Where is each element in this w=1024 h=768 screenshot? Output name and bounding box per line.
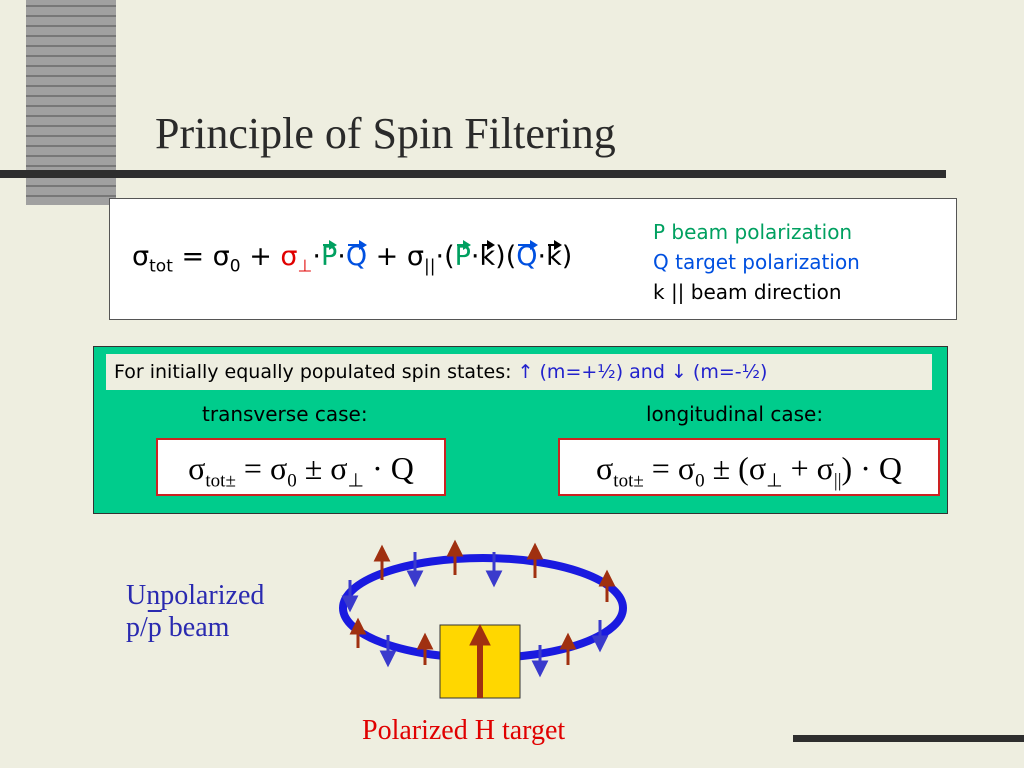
up-m-value: (m=+½) (533, 361, 624, 383)
dot-operator: · (435, 241, 445, 272)
unpolarized-beam-label: Unpolarized p/p beam (126, 580, 264, 644)
parallel-subscript: || (424, 256, 436, 277)
target-spin-arrow (469, 623, 491, 698)
legend-k: k || beam direction (653, 280, 842, 304)
vector-p: P (320, 240, 338, 272)
vector-k: k (546, 240, 562, 272)
equals-sign: = (172, 241, 213, 272)
note-prefix: For initially equally populated spin sta… (114, 361, 518, 383)
sigma-symbol: σ (132, 241, 150, 272)
beam-label-line2: p/p beam (126, 612, 264, 644)
plus-sign: + (367, 241, 407, 272)
sigma-parallel: σ (406, 241, 425, 272)
sigma-perp: σ (280, 241, 298, 272)
open-paren: ( (444, 241, 455, 272)
vector-q: Q (345, 240, 368, 272)
polarized-target-label: Polarized H target (362, 715, 566, 746)
vector-q: Q (516, 240, 538, 272)
up-arrow-icon: ↑ (517, 361, 534, 383)
symbol-legend: P beam polarization Q target polarizatio… (653, 217, 860, 307)
perp-subscript: ⊥ (297, 256, 313, 277)
sigma-zero: σ (212, 241, 230, 272)
total-cross-section-equation: σtot = σ0 + σ⊥·P·Q + σ||·(P·k)(Q·k) (132, 240, 573, 277)
dot-operator: · (337, 241, 346, 272)
decorative-stripes (26, 5, 116, 197)
zero-subscript: 0 (229, 256, 241, 277)
down-m-value: (m=-½) (686, 361, 768, 383)
p-text: p/ (126, 612, 148, 643)
close-paren: ) (561, 241, 573, 272)
dot-operator: · (312, 241, 321, 272)
footer-bar (793, 735, 1024, 742)
title-underline-bar (0, 170, 946, 178)
page-title: Principle of Spin Filtering (155, 109, 616, 158)
down-spin-arrows (341, 552, 609, 678)
vector-p: P (454, 240, 472, 272)
transverse-formula: σtot± = σ0 ± σ⊥ · Q (156, 438, 446, 496)
spin-states-note: For initially equally populated spin sta… (106, 354, 932, 390)
dot-operator: · (537, 241, 547, 272)
close-open-paren: )( (495, 241, 517, 272)
legend-p: P beam polarization (653, 220, 853, 244)
beam-text: beam (161, 612, 230, 643)
and-text: and (623, 361, 671, 383)
pbar-text: p (147, 612, 162, 643)
cross-section-equation-box: σtot = σ0 + σ⊥·P·Q + σ||·(P·k)(Q·k) P be… (109, 198, 957, 320)
plus-sign: + (240, 241, 281, 272)
beam-label-line1: Unpolarized (126, 580, 265, 611)
transverse-case-label: transverse case: (202, 402, 368, 426)
legend-q: Q target polarization (653, 250, 860, 274)
tot-subscript: tot (149, 256, 173, 277)
spin-states-box: For initially equally populated spin sta… (93, 346, 948, 514)
ring-diagram (339, 539, 627, 699)
vector-k: k (479, 240, 496, 272)
down-arrow-icon: ↓ (670, 361, 687, 383)
dot-operator: · (470, 241, 480, 272)
longitudinal-formula: σtot± = σ0 ± (σ⊥ + σ||) · Q (558, 438, 940, 496)
longitudinal-case-label: longitudinal case: (646, 402, 824, 426)
up-spin-arrows (349, 539, 616, 665)
